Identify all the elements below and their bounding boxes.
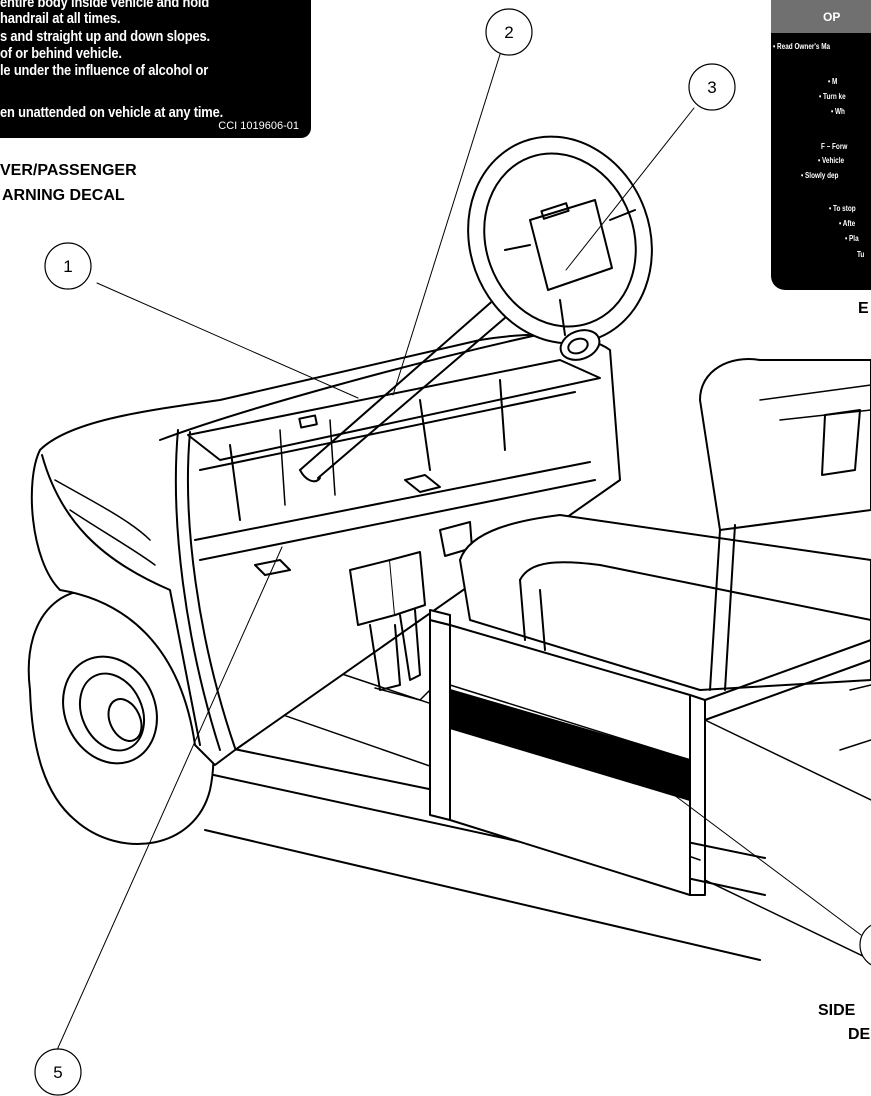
operating-decal-caption: E <box>858 300 869 317</box>
callout-3-number: 3 <box>707 78 716 97</box>
callout-5: 5 <box>34 1048 82 1096</box>
callout-2: 2 <box>485 8 533 56</box>
front-cowl <box>30 329 621 766</box>
warning-decal-caption-line-1: VER/PASSENGER <box>0 162 137 179</box>
warning-decal-line-1: entire body inside vehicle and hold <box>0 0 210 11</box>
callout-1: 1 <box>44 242 92 290</box>
dashboard <box>187 359 601 576</box>
operating-decal-line: Tu <box>857 250 865 259</box>
operating-decal-line: • Turn ke <box>819 92 846 101</box>
warning-decal-line-5: le under the influence of alcohol or <box>0 62 209 79</box>
callout-5-number: 5 <box>53 1063 62 1082</box>
callout-leaders <box>56 47 862 1051</box>
seat <box>459 358 871 751</box>
operating-decal-line: • To stop <box>829 204 856 213</box>
side-decal-band <box>449 689 691 801</box>
callout-4-partial <box>859 924 871 966</box>
callout-3: 3 <box>688 63 736 111</box>
warning-decal-caption-line-2: ARNING DECAL <box>2 187 125 204</box>
operating-decal-line: F – Forw <box>821 142 848 151</box>
side-decal-caption-line-1: SIDE <box>818 1002 856 1019</box>
operating-decal-title: OP <box>823 10 841 24</box>
warning-decal-line-2: handrail at all times. <box>0 10 121 27</box>
operating-decal-line: • M <box>828 77 838 86</box>
callout-1-number: 1 <box>63 257 72 276</box>
operating-decal-line: • Wh <box>831 107 845 116</box>
warning-decal-line-3: s and straight up and down slopes. <box>0 28 210 45</box>
callout-2-number: 2 <box>504 23 513 42</box>
operating-decal-line: • Pla <box>845 234 859 243</box>
driver-passenger-warning-decal: entire body inside vehicle and hold hand… <box>0 0 311 138</box>
operating-instructions-decal: OP • Read Owner's Ma • M • Turn ke • Wh … <box>771 0 871 290</box>
operating-decal-line: • Read Owner's Ma <box>773 42 831 51</box>
warning-decal-line-4: of or behind vehicle. <box>0 45 122 62</box>
operating-decal-header: OP <box>771 0 871 33</box>
side-decal-caption-line-2: DE <box>848 1026 871 1043</box>
steering-column <box>299 289 521 483</box>
steering-wheel <box>467 135 653 361</box>
warning-decal-part-number: CCI 1019606-01 <box>218 120 299 132</box>
operating-decal-line: • Vehicle <box>818 156 845 165</box>
operating-decal-line: • Afte <box>839 219 856 228</box>
operating-decal-line: • Slowly dep <box>801 171 839 180</box>
warning-decal-line-7: en unattended on vehicle at any time. <box>0 104 224 121</box>
seat-front-panel <box>429 609 706 896</box>
side-body-panel <box>704 719 871 961</box>
